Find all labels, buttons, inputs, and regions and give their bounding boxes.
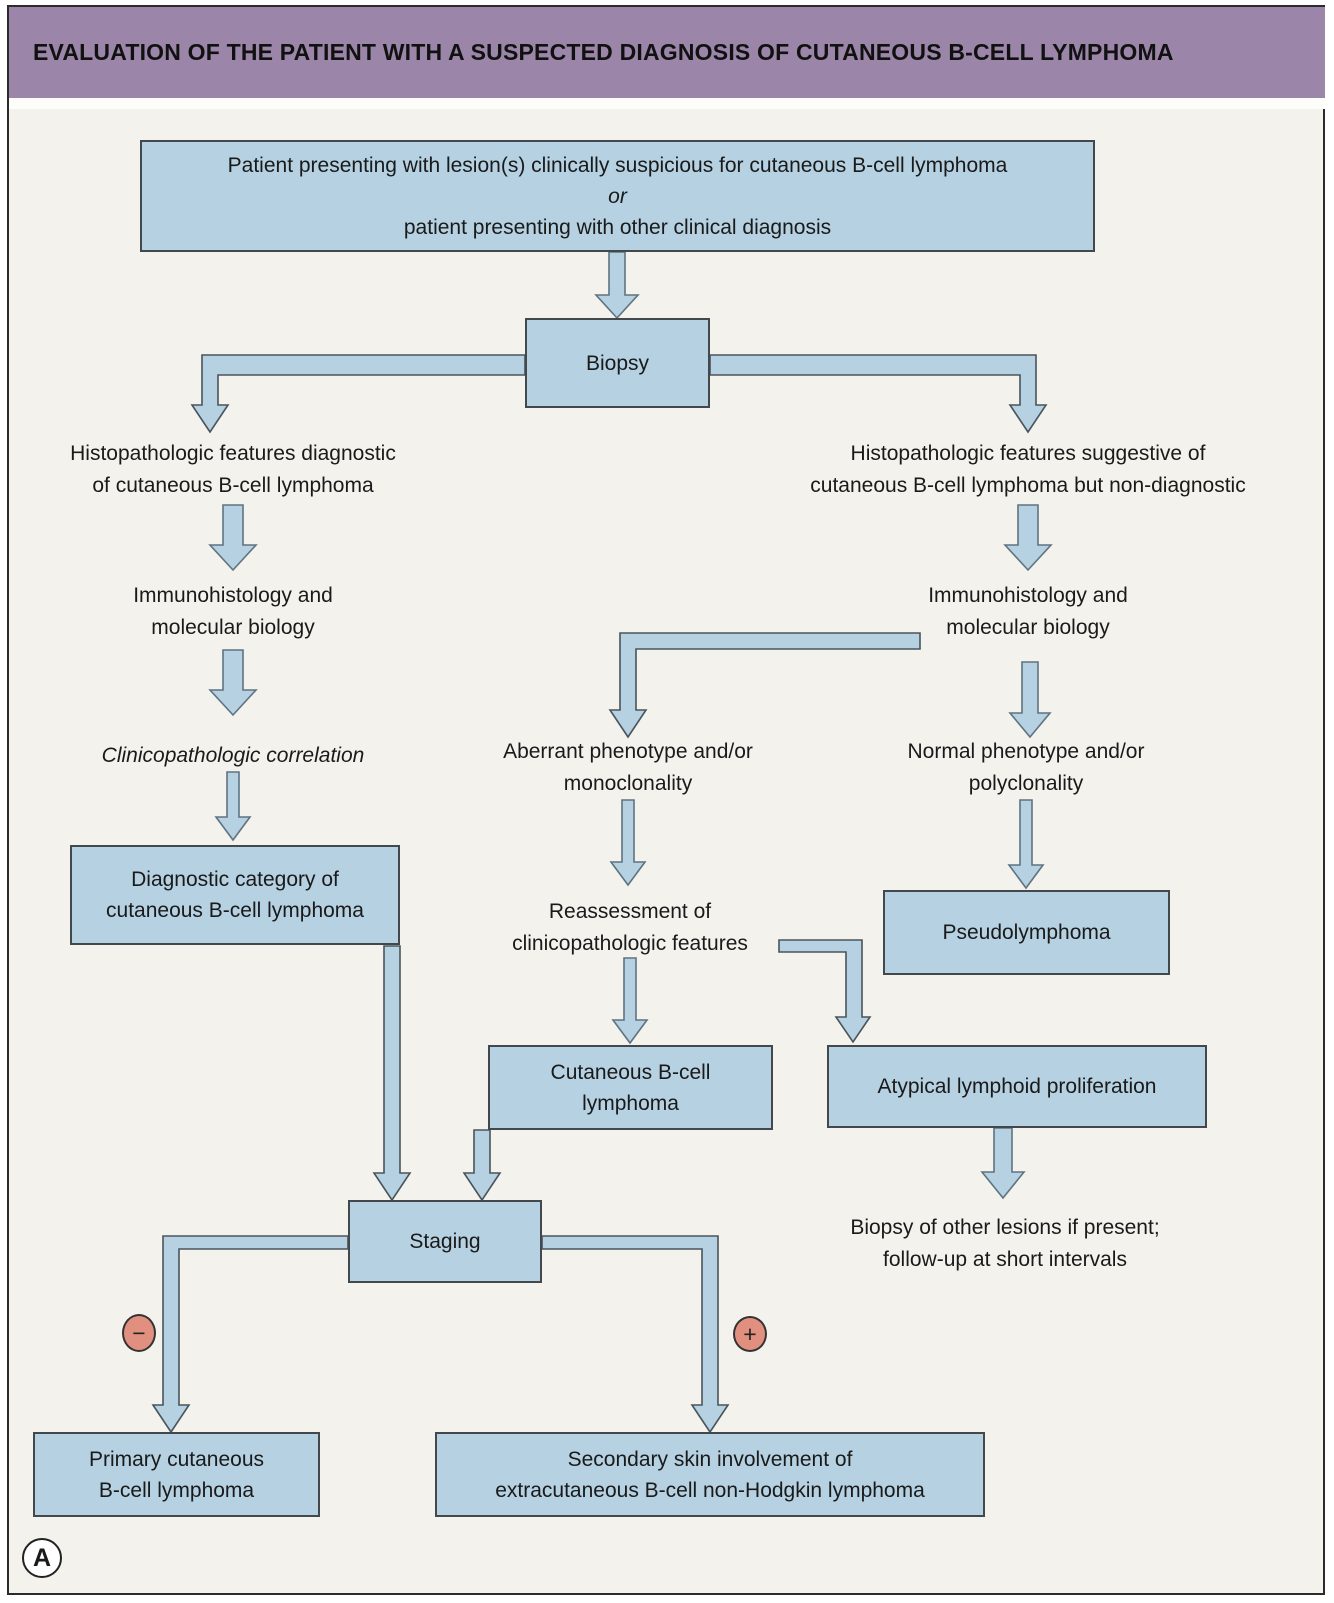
label-reassessment-line2: clinicopathologic features [512, 932, 748, 955]
arrow-clinicopath-to-diagnostic-category [214, 771, 252, 842]
arrow-histo-diagnostic-to-immuno [208, 504, 258, 572]
arrow-immuno-to-clinicopath [208, 649, 258, 717]
node-pseudolymphoma: Pseudolymphoma [883, 890, 1170, 975]
panel-label-text: A [32, 1543, 52, 1572]
node-primary-line2: B-cell lymphoma [98, 1478, 255, 1502]
label-reassessment-line1: Reassessment of [548, 900, 712, 923]
arrow-staging-to-primary [151, 1235, 349, 1434]
node-atypical-proliferation: Atypical lymphoid proliferation [827, 1045, 1207, 1128]
label-immuno-left: Immunohistology and molecular biology [83, 580, 383, 644]
node-patient-line2: or [608, 184, 627, 208]
node-cutaneous-line1: Cutaneous B-cell [550, 1060, 711, 1084]
arrow-reassessment-to-cutaneous [611, 957, 649, 1045]
label-histo-diagnostic-line2: of cutaneous B-cell lymphoma [92, 474, 374, 497]
node-patient-presenting: Patient presenting with lesion(s) clinic… [140, 140, 1095, 252]
label-normal-line2: polyclonality [968, 772, 1084, 795]
label-normal-phenotype: Normal phenotype and/or polyclonality [876, 736, 1176, 800]
panel-label: A [22, 1538, 62, 1578]
node-secondary-line2: extracutaneous B-cell non-Hodgkin lympho… [495, 1478, 925, 1502]
node-staging: Staging [348, 1200, 542, 1283]
minus-icon: − [132, 1319, 146, 1346]
label-aberrant-line1: Aberrant phenotype and/or [503, 740, 753, 763]
label-clinicopathologic-correlation: Clinicopathologic correlation [33, 740, 433, 772]
node-diagnostic-category: Diagnostic category of cutaneous B-cell … [70, 845, 400, 945]
node-secondary-line1: Secondary skin involvement of [567, 1447, 853, 1471]
arrow-histo-suggestive-to-immuno [1003, 504, 1053, 572]
arrow-cutaneous-to-staging [462, 1129, 502, 1202]
negative-staging-badge: − [122, 1314, 156, 1352]
node-secondary-involvement: Secondary skin involvement of extracutan… [435, 1432, 985, 1517]
node-patient-line3: patient presenting with other clinical d… [403, 215, 832, 239]
node-diagnostic-category-line1: Diagnostic category of [131, 868, 339, 891]
arrow-biopsy-to-histo-diagnostic [190, 354, 526, 434]
node-biopsy: Biopsy [525, 318, 710, 408]
label-aberrant-phenotype: Aberrant phenotype and/or monoclonality [478, 736, 778, 800]
label-histo-diagnostic: Histopathologic features diagnostic of c… [33, 438, 433, 502]
node-pseudolymphoma-label: Pseudolymphoma [942, 921, 1111, 944]
label-biopsy-other-lesions: Biopsy of other lesions if present; foll… [805, 1212, 1205, 1276]
arrow-immuno-to-normal [1008, 661, 1052, 739]
node-primary-line1: Primary cutaneous [88, 1447, 265, 1471]
arrow-diagnostic-category-to-staging [372, 945, 412, 1202]
label-histo-suggestive: Histopathologic features suggestive of c… [758, 438, 1298, 502]
figure-title: EVALUATION OF THE PATIENT WITH A SUSPECT… [33, 39, 1174, 65]
arrow-patient-to-biopsy [594, 251, 640, 320]
node-atypical-label: Atypical lymphoid proliferation [877, 1075, 1157, 1098]
figure-header: EVALUATION OF THE PATIENT WITH A SUSPECT… [9, 7, 1325, 98]
label-biopsy-other-line2: follow-up at short intervals [883, 1248, 1127, 1271]
arrow-atypical-to-biopsy-other [980, 1127, 1026, 1200]
label-immuno-right-line1: Immunohistology and [928, 584, 1128, 607]
node-primary-cutaneous: Primary cutaneous B-cell lymphoma [33, 1432, 320, 1517]
label-immuno-left-line2: molecular biology [151, 616, 315, 639]
label-histo-diagnostic-line1: Histopathologic features diagnostic [70, 442, 396, 465]
positive-staging-badge: + [733, 1316, 767, 1352]
label-clinicopath-text: Clinicopathologic correlation [101, 744, 365, 767]
label-immuno-left-line1: Immunohistology and [133, 584, 333, 607]
label-immuno-right-line2: molecular biology [946, 616, 1110, 639]
arrow-reassessment-to-atypical [778, 939, 872, 1044]
arrow-immuno-to-aberrant [608, 632, 921, 739]
node-diagnostic-category-line2: cutaneous B-cell lymphoma [106, 899, 364, 922]
node-cutaneous-lymphoma: Cutaneous B-cell lymphoma [488, 1045, 773, 1130]
arrow-staging-to-secondary [541, 1235, 730, 1434]
node-staging-label: Staging [409, 1230, 481, 1253]
label-histo-suggestive-line1: Histopathologic features suggestive of [850, 442, 1206, 465]
arrow-normal-to-pseudolymphoma [1007, 799, 1045, 890]
label-immuno-right: Immunohistology and molecular biology [878, 580, 1178, 644]
node-patient-line1: Patient presenting with lesion(s) clinic… [227, 153, 1008, 177]
node-biopsy-label: Biopsy [585, 351, 650, 375]
plus-icon: + [743, 1320, 757, 1347]
arrow-aberrant-to-reassessment [609, 799, 647, 887]
header-divider [9, 98, 1325, 109]
arrow-biopsy-to-histo-suggestive [709, 354, 1048, 434]
label-aberrant-line2: monoclonality [563, 772, 693, 795]
label-reassessment: Reassessment of clinicopathologic featur… [455, 896, 805, 960]
label-biopsy-other-line1: Biopsy of other lesions if present; [850, 1216, 1160, 1239]
label-normal-line1: Normal phenotype and/or [907, 740, 1145, 763]
label-histo-suggestive-line2: cutaneous B-cell lymphoma but non-diagno… [810, 474, 1246, 497]
node-cutaneous-line2: lymphoma [582, 1091, 679, 1115]
